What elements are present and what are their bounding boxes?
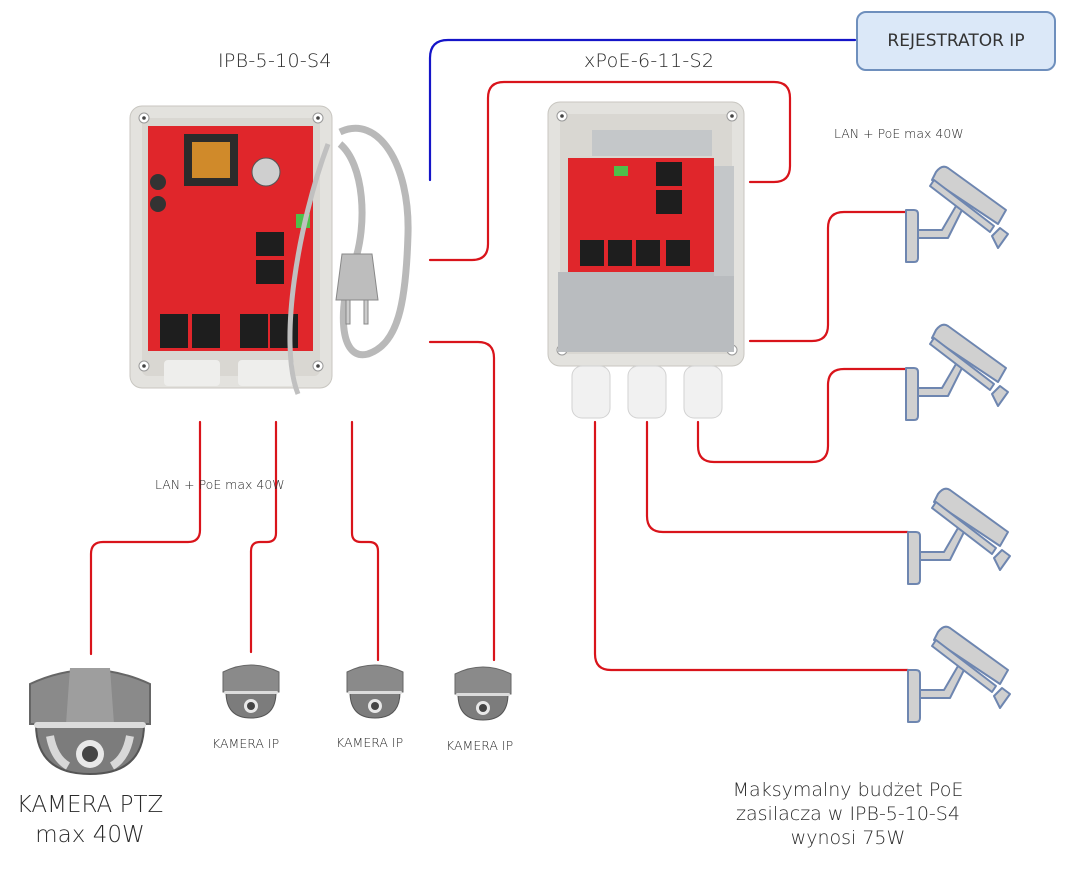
ptz-camera-label-line1: KAMERA PTZ	[16, 792, 164, 818]
xpoe-device-title: xPoE-6-11-S2	[584, 50, 715, 72]
wire-ipb-to-ptz	[89, 420, 202, 656]
uplink-wire-recorder	[428, 38, 857, 182]
dome-camera-icon-2	[346, 664, 404, 719]
power-cord	[337, 124, 412, 359]
xpoe-device-image	[547, 101, 745, 419]
dome-camera-large-icon	[29, 668, 151, 776]
xpoe-link-label: LAN + PoE max 40W	[834, 126, 964, 141]
wire-ipb-to-kamera-ip-1	[249, 420, 278, 654]
wire-ipb-to-kamera-ip-3	[428, 340, 496, 662]
bullet-camera-icon-2	[905, 323, 1009, 421]
kamera-ip-label-2: KAMERA IP	[336, 735, 404, 750]
wire-ipb-to-xpoe-in	[428, 80, 792, 262]
bullet-camera-icon-3	[907, 487, 1011, 585]
poe-budget-note: Maksymalny budżet PoE zasilacza w IPB-5-…	[700, 778, 996, 850]
wire-xpoe-to-camera-1	[748, 210, 908, 343]
power-plug	[335, 253, 379, 301]
wire-xpoe-to-camera-2	[696, 367, 908, 464]
wire-xpoe-to-camera-4	[593, 420, 910, 672]
kamera-ip-label-3: KAMERA IP	[446, 738, 514, 753]
kamera-ip-label-1: KAMERA IP	[212, 736, 280, 751]
dome-camera-icon-1	[222, 664, 280, 719]
ipb-link-label: LAN + PoE max 40W	[155, 477, 285, 492]
dome-camera-icon-3	[454, 666, 512, 721]
mounting-plate	[558, 272, 734, 352]
ipb-device-image	[129, 105, 412, 395]
bullet-camera-icon-1	[905, 165, 1009, 263]
poe-budget-line1: Maksymalny budżet PoE	[732, 779, 964, 801]
bullet-camera-icon-4	[907, 625, 1011, 723]
poe-budget-line2: zasilacza w IPB-5-10-S4	[736, 803, 960, 825]
recorder-box: REJESTRATOR IP	[856, 11, 1056, 71]
recorder-label: REJESTRATOR IP	[887, 31, 1025, 51]
ptz-camera-label: KAMERA PTZ max 40W	[10, 790, 170, 850]
wire-xpoe-to-camera-3	[645, 420, 910, 534]
poe-budget-line3: wynosi 75W	[790, 827, 906, 849]
ipb-device-title: IPB-5-10-S4	[218, 50, 332, 72]
wire-ipb-to-kamera-ip-2	[350, 420, 380, 662]
ptz-camera-label-line2: max 40W	[35, 822, 145, 848]
